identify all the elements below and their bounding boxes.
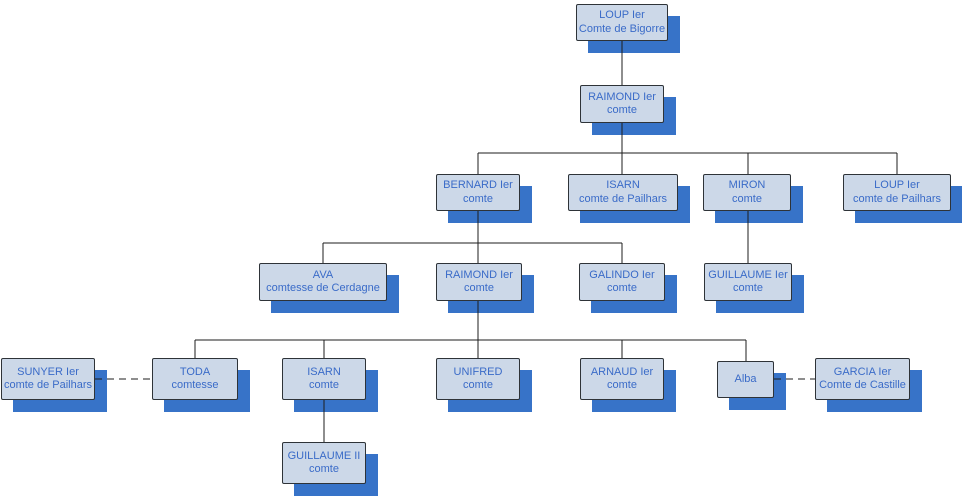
person-title: comte (309, 463, 339, 475)
person-name: LOUP Ier (599, 9, 645, 21)
person-title: Comte de Castille (819, 379, 906, 391)
person-name: UNIFRED (453, 365, 503, 378)
person-name: GUILLAUME II (287, 449, 361, 462)
person-title: comte (732, 192, 762, 205)
person-title: comte (607, 282, 637, 294)
node-raimond-ier-comte: RAIMOND Ier comte (580, 85, 664, 123)
node-unifred: UNIFRED comte (436, 358, 520, 400)
person-title: comtesse (171, 379, 219, 391)
person-title: comte (309, 379, 339, 391)
person-name: GALINDO Ier (589, 268, 655, 281)
person-name: MIRON (728, 179, 766, 191)
person-name: ISARN (307, 365, 341, 378)
person-title: comtesse de Cerdagne (266, 282, 380, 294)
node-raimond-ier-b: RAIMOND Ier comte (436, 263, 522, 301)
person-title: comte (464, 282, 494, 294)
node-galindo-ier: GALINDO Ier comte (579, 263, 665, 301)
node-guillaume-ii: GUILLAUME II comte (282, 442, 366, 484)
person-title: comte (463, 192, 493, 205)
person-name: LOUP Ier (874, 179, 920, 191)
person-title: comte de Pailhars (3, 379, 93, 391)
person-name: SUNYER Ier (17, 365, 79, 378)
person-name: BERNARD Ier (443, 179, 513, 191)
node-alba: Alba (717, 361, 774, 398)
node-isarn-comte: ISARN comte (282, 358, 366, 400)
node-guillaume-ier: GUILLAUME Ier comte (704, 263, 792, 301)
person-title: comte (607, 379, 637, 391)
node-bernard-ier: BERNARD Ier comte (436, 174, 520, 211)
node-garcia-ier: GARCIA Ier Comte de Castille (815, 358, 910, 400)
node-isarn-pailhars: ISARN comte de Pailhars (568, 174, 678, 211)
person-name: RAIMOND Ier (588, 90, 656, 103)
person-name: RAIMOND Ier (445, 268, 513, 281)
person-name: GARCIA Ier (833, 365, 892, 378)
node-arnaud-ier: ARNAUD Ier comte (580, 358, 664, 400)
node-miron: MIRON comte (703, 174, 791, 211)
person-title: comte (733, 282, 763, 294)
person-name: AVA (312, 268, 334, 281)
person-name: ISARN (606, 179, 640, 191)
node-sunyer-ier: SUNYER Ier comte de Pailhars (1, 358, 95, 400)
solid-connectors (194, 41, 898, 442)
person-title: Comte de Bigorre (578, 22, 666, 35)
node-loup-ier-pailhars: LOUP Ier comte de Pailhars (843, 174, 951, 211)
node-ava: AVA comtesse de Cerdagne (259, 263, 387, 301)
node-loup-ier-bigorre: LOUP Ier Comte de Bigorre (576, 4, 668, 41)
person-title: comte de Pailhars (578, 192, 668, 205)
person-name: Alba (734, 372, 757, 385)
person-name: TODA (179, 365, 211, 378)
person-title: comte de Pailhars (852, 192, 942, 205)
node-toda: TODA comtesse (152, 358, 238, 400)
person-name: GUILLAUME Ier (708, 268, 788, 281)
person-title: comte (463, 379, 493, 391)
person-name: ARNAUD Ier (590, 365, 654, 378)
person-title: comte (607, 104, 637, 116)
